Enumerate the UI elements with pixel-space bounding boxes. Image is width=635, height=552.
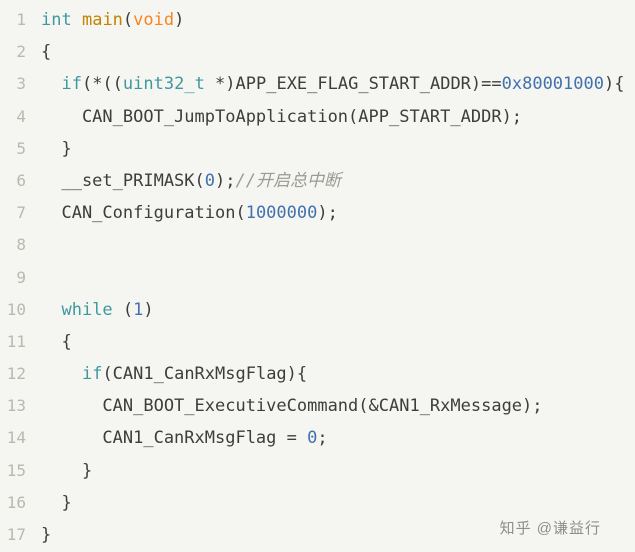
token-plain: CAN_BOOT_ExecutiveCommand(&CAN1_RxMessag… xyxy=(41,396,543,417)
line-number: 5 xyxy=(16,138,26,158)
watermark: 知乎 @谦益行 xyxy=(500,517,601,538)
code-line: 9 xyxy=(0,262,635,294)
token-plain: __set_PRIMASK( xyxy=(41,170,205,191)
line-number: 1 xyxy=(16,10,26,29)
line-number: 10 xyxy=(6,299,26,319)
code-line: 10 while (1) xyxy=(0,294,635,326)
token-plain: } xyxy=(41,138,72,159)
code-line: 5 } xyxy=(0,133,635,165)
code-text: while (1) xyxy=(26,294,154,326)
code-line: 6 __set_PRIMASK(0);//开启总中断 xyxy=(0,165,635,197)
code-text: CAN_Configuration(1000000); xyxy=(26,197,338,229)
line-number: 12 xyxy=(6,364,26,384)
code-text: CAN_BOOT_ExecutiveCommand(&CAN1_RxMessag… xyxy=(26,390,543,422)
line-number: 17 xyxy=(6,525,26,544)
line-number: 2 xyxy=(16,42,26,62)
code-line: 13 CAN_BOOT_ExecutiveCommand(&CAN1_RxMes… xyxy=(0,390,635,422)
token-number: 0 xyxy=(204,170,216,191)
token-builtin: void xyxy=(133,10,175,30)
token-plain: (*(( xyxy=(81,74,123,95)
token-plain xyxy=(41,364,82,384)
line-number: 8 xyxy=(16,235,26,255)
token-plain: ){ xyxy=(603,74,625,95)
token-plain: { xyxy=(41,42,52,63)
code-line: 4 CAN_BOOT_JumpToApplication(APP_START_A… xyxy=(0,101,635,133)
code-text: } xyxy=(26,133,72,165)
token-keyword: if xyxy=(81,364,103,385)
token-plain xyxy=(41,74,61,94)
token-plain: ); xyxy=(317,203,338,224)
code-line: 14 CAN1_CanRxMsgFlag = 0; xyxy=(0,422,635,454)
token-plain: ) xyxy=(174,10,185,30)
token-plain xyxy=(41,300,61,320)
token-keyword: while xyxy=(61,299,113,320)
token-plain: *)APP_EXE_FLAG_START_ADDR)== xyxy=(204,74,502,95)
token-comment: //开启总中断 xyxy=(235,170,341,191)
code-text: int main(void) xyxy=(26,4,184,36)
token-plain: } xyxy=(41,492,72,513)
token-type: uint32_t xyxy=(122,74,205,95)
token-plain: ( xyxy=(112,299,134,320)
line-number: 4 xyxy=(16,106,26,126)
token-number: 1000000 xyxy=(245,203,318,224)
line-number: 13 xyxy=(6,396,26,416)
code-line: 3 if(*((uint32_t *)APP_EXE_FLAG_START_AD… xyxy=(0,68,635,100)
token-plain: CAN1_CanRxMsgFlag = xyxy=(41,428,308,449)
code-line: 2{ xyxy=(0,36,635,68)
token-plain: ) xyxy=(143,299,154,320)
code-line: 8 xyxy=(0,229,635,261)
token-plain: ); xyxy=(215,170,236,191)
code-text: } xyxy=(26,519,51,551)
line-number: 11 xyxy=(6,331,26,351)
code-line: 12 if(CAN1_CanRxMsgFlag){ xyxy=(0,358,635,390)
code-text: } xyxy=(26,455,92,487)
code-text: CAN1_CanRxMsgFlag = 0; xyxy=(26,422,328,454)
token-plain: ; xyxy=(317,428,328,449)
line-number: 9 xyxy=(16,267,26,287)
line-number: 14 xyxy=(6,428,26,448)
code-text: { xyxy=(26,36,51,68)
code-text xyxy=(26,229,41,261)
code-line: 17} xyxy=(0,519,635,551)
code-text: if(CAN1_CanRxMsgFlag){ xyxy=(26,358,307,390)
token-plain: } xyxy=(41,460,93,481)
token-plain: (CAN1_CanRxMsgFlag){ xyxy=(102,364,308,385)
code-line: 15 } xyxy=(0,455,635,487)
token-plain: { xyxy=(41,331,72,352)
token-number: 1 xyxy=(133,299,144,320)
line-number: 7 xyxy=(16,203,26,223)
code-text: CAN_BOOT_JumpToApplication(APP_START_ADD… xyxy=(26,101,522,133)
code-text: } xyxy=(26,487,72,519)
watermark-text: 知乎 @谦益行 xyxy=(499,520,601,537)
token-function: main xyxy=(81,10,123,30)
token-plain: ( xyxy=(122,10,134,30)
line-number: 3 xyxy=(16,74,26,94)
code-line: 7 CAN_Configuration(1000000); xyxy=(0,197,635,229)
code-text: __set_PRIMASK(0);//开启总中断 xyxy=(26,165,341,197)
token-keyword: int xyxy=(41,10,72,30)
code-text xyxy=(26,262,41,294)
token-plain: } xyxy=(41,525,52,545)
line-number: 6 xyxy=(16,170,26,190)
code-line: 16 } xyxy=(0,487,635,519)
code-text: { xyxy=(26,326,72,358)
code-line: 11 { xyxy=(0,326,635,358)
token-plain xyxy=(72,10,82,30)
code-text: if(*((uint32_t *)APP_EXE_FLAG_START_ADDR… xyxy=(26,68,624,100)
token-number: 0x80001000 xyxy=(501,74,604,95)
token-plain: CAN_Configuration( xyxy=(41,203,246,224)
token-plain: CAN_BOOT_JumpToApplication(APP_START_ADD… xyxy=(41,106,523,127)
line-number: 15 xyxy=(6,460,26,480)
token-number: 0 xyxy=(307,428,318,449)
line-number: 16 xyxy=(6,492,26,512)
token-keyword: if xyxy=(61,74,82,95)
